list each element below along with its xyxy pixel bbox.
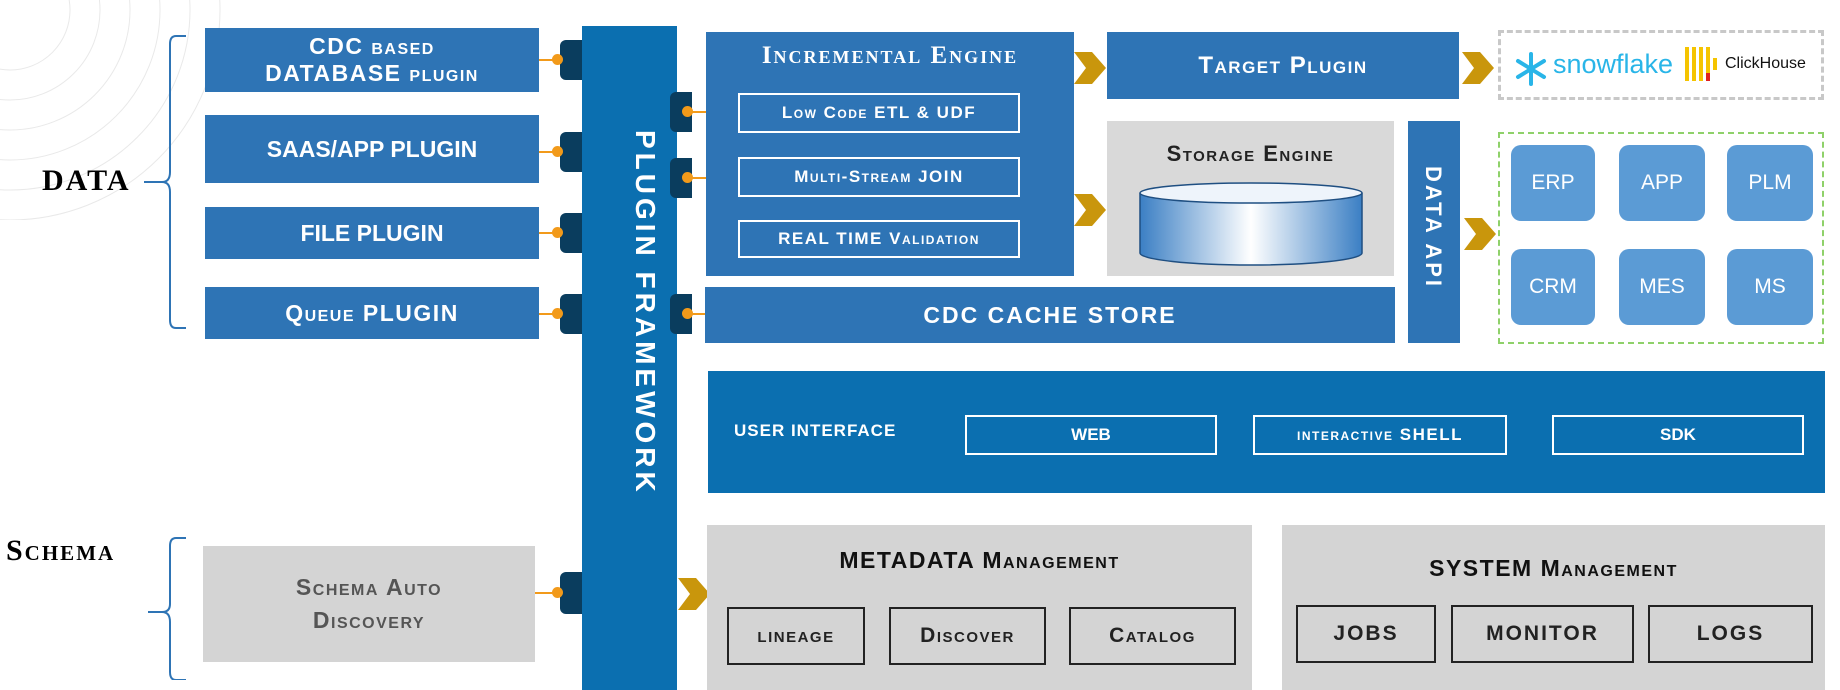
data-api[interactable] bbox=[1408, 121, 1460, 343]
arrow-target-to-warehouses bbox=[1462, 52, 1494, 84]
app-tile-ms[interactable]: MS bbox=[1727, 249, 1813, 325]
plugin-framework-label: PLUGIN FRAMEWORK bbox=[630, 130, 661, 496]
schema-label: Schema bbox=[6, 534, 116, 567]
arrow-api-to-apps bbox=[1464, 218, 1496, 250]
app-tile-plm[interactable]: PLM bbox=[1727, 145, 1813, 221]
ui-web-box[interactable]: WEB bbox=[965, 415, 1217, 455]
knob-etl bbox=[670, 92, 692, 132]
plugin-framework bbox=[582, 26, 677, 690]
brace-lines bbox=[144, 35, 186, 680]
snowflake-icon bbox=[1516, 52, 1546, 86]
cdc-cache-store[interactable]: CDC CACHE STORE bbox=[705, 287, 1395, 343]
storage-engine: Storage Engine bbox=[1107, 121, 1394, 276]
real-time-validation-box[interactable]: REAL TIME Validation bbox=[738, 220, 1020, 258]
dot-saas bbox=[552, 146, 563, 157]
knob-cdc bbox=[560, 40, 582, 80]
metadata-title: METADATA Management bbox=[839, 547, 1120, 573]
storage-engine-title: Storage Engine bbox=[1166, 141, 1335, 166]
dot-queue bbox=[552, 308, 563, 319]
data-label: DATA bbox=[42, 164, 131, 197]
cdc-plugin-line1: CDC based bbox=[309, 33, 435, 59]
cdc-plugin-line2: DATABASE plugin bbox=[265, 60, 479, 86]
lineage-box[interactable]: lineage bbox=[727, 607, 865, 665]
data-api-label: DATA API bbox=[1421, 166, 1446, 289]
low-code-etl-box[interactable]: Low Code ETL & UDF bbox=[738, 93, 1020, 133]
system-title: SYSTEM Management bbox=[1429, 555, 1678, 581]
storage-cylinder-icon bbox=[1139, 182, 1363, 266]
knob-schema bbox=[560, 572, 582, 614]
knob-join bbox=[670, 158, 692, 198]
dot-etl bbox=[682, 106, 693, 117]
dot-cdc bbox=[552, 54, 563, 65]
ui-sdk-box[interactable]: SDK bbox=[1552, 415, 1804, 455]
knob-saas bbox=[560, 132, 582, 172]
snowflake-logo-text: snowflake bbox=[1553, 49, 1674, 79]
knob-cache bbox=[670, 294, 692, 334]
clickhouse-icon bbox=[1685, 47, 1717, 81]
user-interface-band: USER INTERFACE WEB interactive SHELL SDK bbox=[708, 371, 1825, 493]
wire-cdc bbox=[539, 59, 561, 61]
clickhouse-logo-text: ClickHouse bbox=[1725, 55, 1806, 72]
file-plugin[interactable]: FILE PLUGIN bbox=[205, 207, 539, 259]
wire-cache bbox=[686, 313, 706, 315]
wire-file bbox=[539, 232, 561, 234]
wire-schema bbox=[535, 592, 561, 594]
dot-schema bbox=[552, 587, 563, 598]
target-warehouses-box: snowflake ClickHouse bbox=[1498, 30, 1824, 100]
dot-file bbox=[552, 227, 563, 238]
knob-file bbox=[560, 213, 582, 253]
app-tile-erp[interactable]: ERP bbox=[1511, 145, 1595, 221]
schema-line1: Schema Auto bbox=[295, 574, 443, 600]
multi-stream-join-box[interactable]: Multi-Stream JOIN bbox=[738, 157, 1020, 197]
wire-saas bbox=[539, 151, 561, 153]
app-tile-app[interactable]: APP bbox=[1619, 145, 1705, 221]
logs-box[interactable]: LOGS bbox=[1648, 605, 1813, 663]
target-plugin[interactable]: Target Plugin bbox=[1107, 32, 1459, 99]
schema-line2: Discovery bbox=[312, 607, 426, 633]
apps-box bbox=[1498, 132, 1824, 344]
system-management: SYSTEM Management JOBS MONITOR LOGS bbox=[1282, 525, 1825, 690]
incremental-engine: Incremental Engine Low Code ETL & UDF Mu… bbox=[706, 32, 1074, 276]
ui-interactive-shell-box[interactable]: interactive SHELL bbox=[1253, 415, 1507, 455]
discover-box[interactable]: Discover bbox=[889, 607, 1046, 665]
saas-app-plugin[interactable]: SAAS/APP PLUGIN bbox=[205, 115, 539, 183]
cdc-database-plugin[interactable]: CDC based DATABASE plugin bbox=[205, 28, 539, 92]
dot-join bbox=[682, 172, 693, 183]
metadata-management: METADATA Management lineage Discover Cat… bbox=[707, 525, 1252, 690]
arrow-engine-to-target bbox=[1074, 52, 1106, 84]
arrow-framework-to-metadata bbox=[678, 578, 710, 610]
decorative-arcs bbox=[0, 0, 221, 220]
wire-queue bbox=[539, 313, 561, 315]
incremental-engine-title: Incremental Engine bbox=[761, 42, 1019, 69]
user-interface-label: USER INTERFACE bbox=[734, 421, 897, 440]
app-tile-crm[interactable]: CRM bbox=[1511, 249, 1595, 325]
arrow-engine-to-storage bbox=[1074, 194, 1106, 226]
app-tile-mes[interactable]: MES bbox=[1619, 249, 1705, 325]
dot-cache bbox=[682, 308, 693, 319]
monitor-box[interactable]: MONITOR bbox=[1451, 605, 1634, 663]
queue-plugin[interactable]: Queue PLUGIN bbox=[205, 287, 539, 339]
jobs-box[interactable]: JOBS bbox=[1296, 605, 1436, 663]
knob-queue bbox=[560, 294, 582, 334]
schema-auto-discovery[interactable]: Schema Auto Discovery bbox=[203, 546, 535, 662]
catalog-box[interactable]: Catalog bbox=[1069, 607, 1236, 665]
